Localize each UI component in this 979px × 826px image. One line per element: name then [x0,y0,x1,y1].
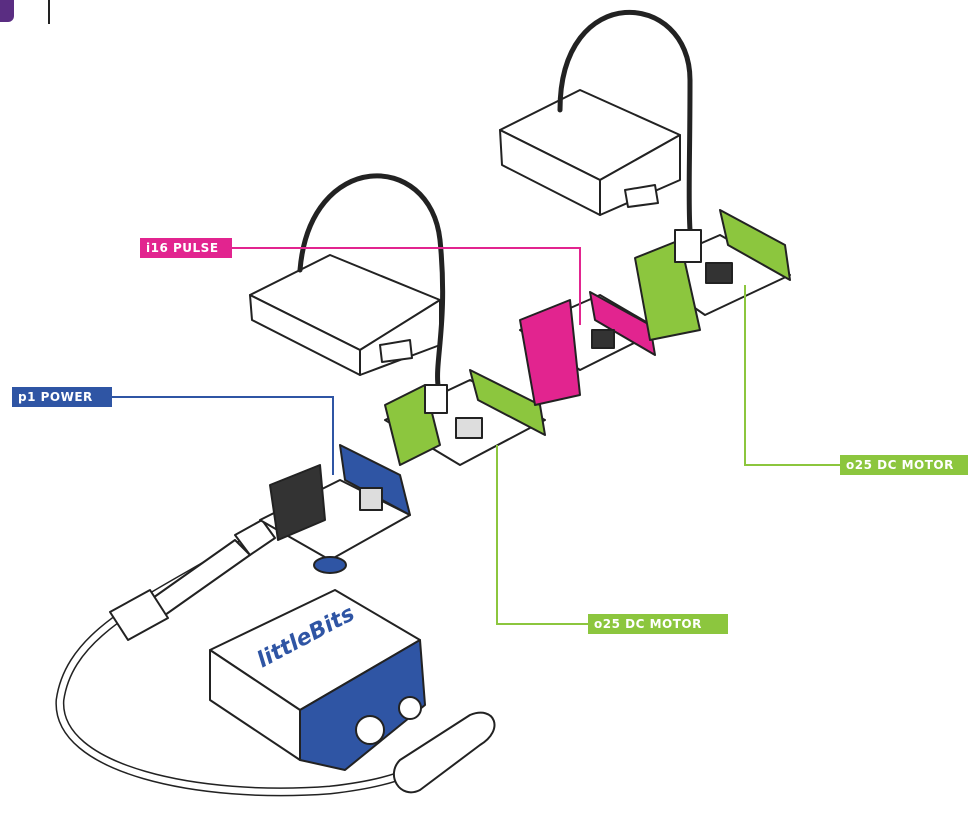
dc-motor-module-icon [384,369,546,466]
dc-motor-module-icon-2 [634,209,791,341]
leader-line-power [112,396,334,475]
leader-line-motor-2 [496,445,588,625]
label-i16-pulse: i16 PULSE [140,238,232,258]
battery-9v-icon [209,589,426,771]
motor-wire-loop [297,173,446,388]
motor-wire-loop-2 [557,9,693,233]
label-o25-dc-motor-2: o25 DC MOTOR [588,614,728,634]
corner-brand-mark [0,0,14,22]
corner-divider [48,0,50,24]
label-p1-power: p1 POWER [12,387,112,407]
leader-line-motor-1 [744,285,840,466]
dc-motor-icon-2 [499,9,702,263]
leader-line-pulse [232,247,581,325]
dc-motor-icon [249,173,448,414]
pulse-module-icon [519,291,661,406]
barrel-plug-icon [109,519,276,641]
battery-clip-icon [393,711,496,794]
power-module-icon [259,444,411,574]
label-o25-dc-motor-1: o25 DC MOTOR [840,455,968,475]
